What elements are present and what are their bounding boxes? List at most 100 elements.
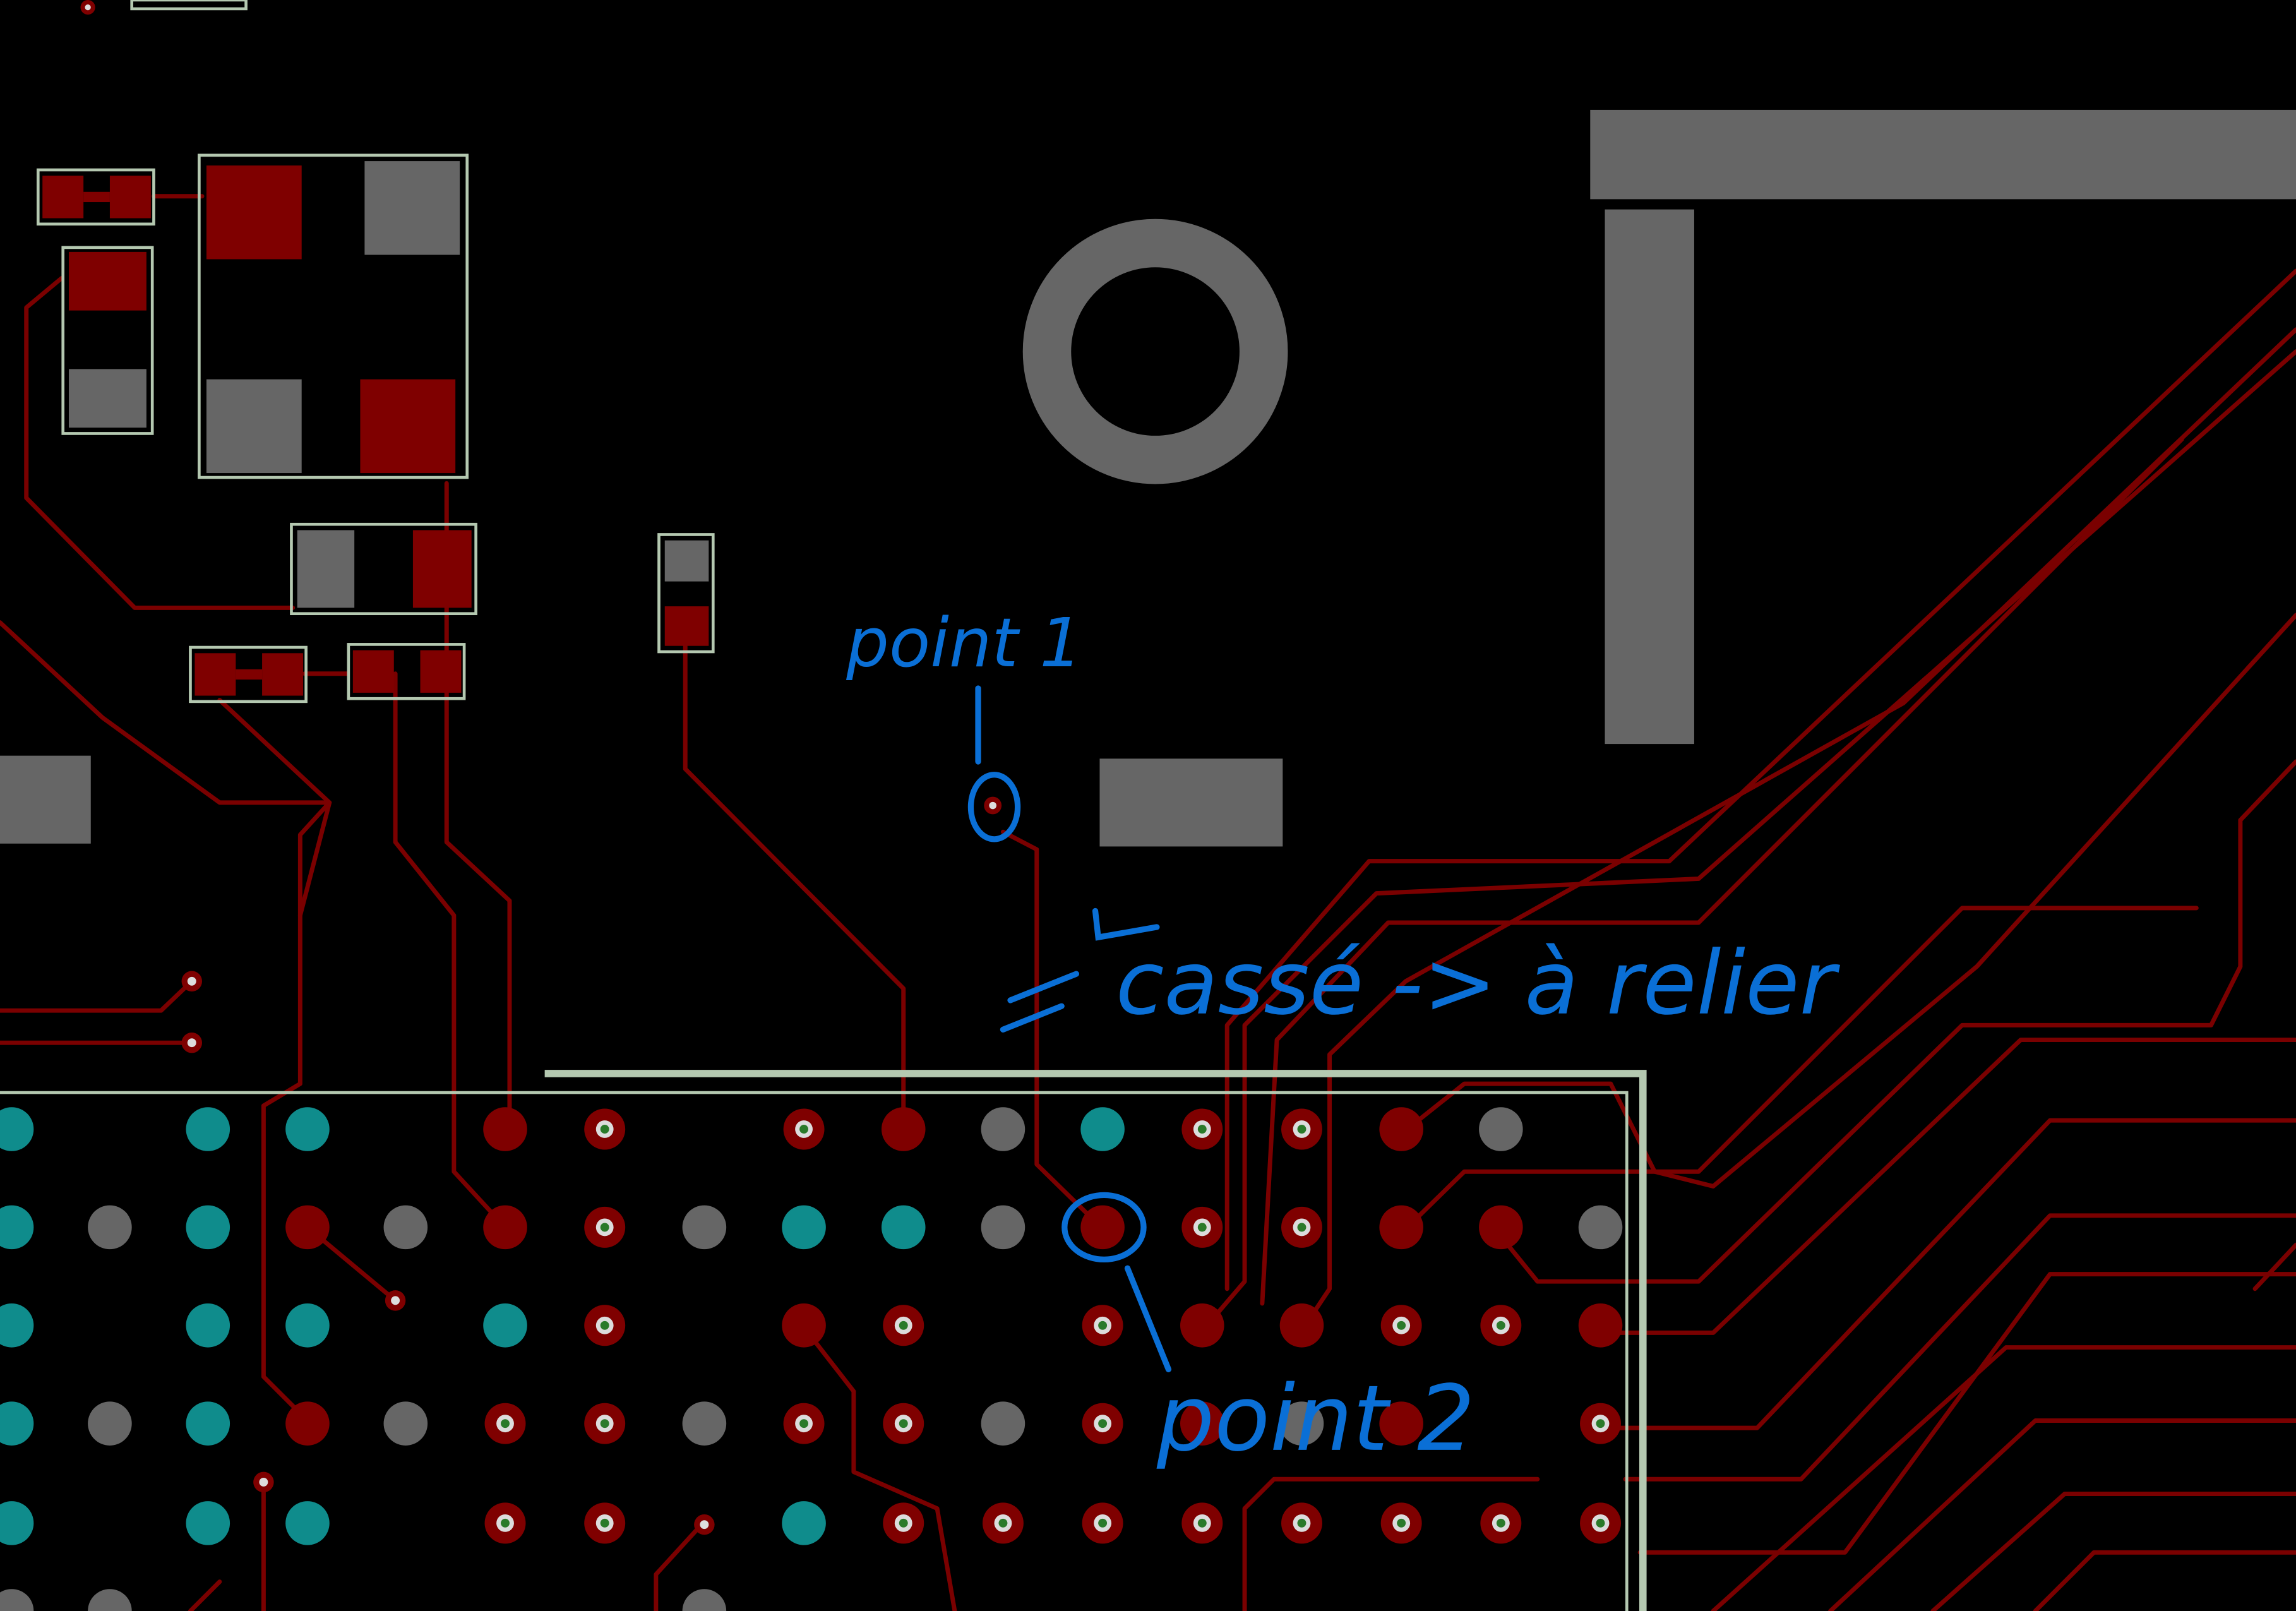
smd-pad: [68, 251, 146, 311]
smd-pad: [412, 530, 472, 608]
smd-pad: [352, 650, 394, 693]
bga-pad-teal: [0, 1303, 34, 1348]
via-drill: [1297, 1518, 1306, 1528]
trace: [1397, 906, 2199, 1237]
trace: [1596, 1118, 2296, 1430]
smd-pad: [68, 369, 146, 428]
trace: [1596, 1038, 2296, 1335]
trace: [1000, 829, 1106, 1233]
smd-pad: [420, 650, 462, 693]
smd-pad: [42, 176, 84, 219]
footprint-outline: [36, 168, 155, 226]
bga-pad-teal: [186, 1501, 230, 1545]
via-drill: [1197, 1125, 1207, 1134]
point1-circle: [967, 772, 1021, 842]
bga-pad-teal: [0, 1107, 34, 1151]
grey-bar-horizontal: [1590, 109, 2296, 200]
trace: [1930, 1491, 2296, 1611]
trace: [654, 1521, 705, 1611]
smd-pad: [360, 379, 456, 474]
ring-hole-icon: [1022, 219, 1288, 484]
trace: [217, 698, 332, 918]
bga-pad-teal: [285, 1501, 330, 1545]
via-drill: [600, 1419, 609, 1428]
footprint-outline: [189, 645, 308, 704]
smd-pad-link: [83, 191, 110, 203]
footprint-outline: [198, 153, 469, 479]
via-drill: [989, 801, 996, 810]
smd-pad: [194, 653, 236, 696]
trace: [0, 979, 194, 1013]
point2-circle: [1061, 1192, 1147, 1263]
bga-pad-teal: [186, 1107, 230, 1151]
footprint-outline: [130, 0, 248, 11]
bga-pad-grey: [383, 1205, 428, 1250]
trace: [1623, 1213, 2296, 1482]
smd-pad: [206, 165, 302, 260]
bga-pad-grey: [1479, 1107, 1523, 1151]
via-drill: [1397, 1321, 1406, 1330]
mechanical-shapes: [1022, 109, 2296, 847]
via-drill: [600, 1125, 609, 1134]
footprints-top-left: [0, 0, 715, 844]
trace: [188, 1579, 222, 1611]
trace: [2033, 1550, 2296, 1611]
bga-outline: [0, 1070, 1647, 1611]
bga-pad-teal: [483, 1303, 527, 1348]
smd-pad: [109, 176, 151, 219]
bga-pad-grey: [0, 1589, 34, 1611]
bga-pad-teal: [186, 1303, 230, 1348]
trace: [1242, 1476, 1540, 1611]
bga-pad-grey: [88, 1401, 132, 1446]
bga-pad-teal: [186, 1401, 230, 1446]
trace: [1298, 327, 2296, 1335]
arrow-tick: [1092, 907, 1160, 941]
bga-pad-red: [1578, 1303, 1623, 1348]
footprint-outline: [347, 643, 466, 700]
bga-pad-teal: [0, 1501, 34, 1545]
bga-pad-grey: [981, 1107, 1025, 1151]
bga-pad-grey: [682, 1589, 727, 1611]
bga-pad-grey: [981, 1205, 1025, 1250]
point2-label: point 2: [1156, 1366, 1475, 1471]
bga-pad-teal: [1080, 1107, 1125, 1151]
via-drill: [998, 1518, 1008, 1528]
trace: [1199, 349, 2296, 1335]
via-drill: [85, 4, 91, 11]
via-drill: [1098, 1419, 1108, 1428]
via-drill: [1297, 1125, 1306, 1134]
bga-pad-red: [782, 1303, 826, 1348]
bga-pad-red: [1279, 1303, 1324, 1348]
trace: [2252, 1242, 2296, 1291]
annotations: [967, 685, 1172, 1372]
smd-pad: [664, 540, 709, 582]
via-drill: [899, 1419, 908, 1428]
point1-label: point 1: [846, 604, 1082, 683]
via-drill: [899, 1321, 908, 1330]
bga-pad-grey: [981, 1401, 1025, 1446]
trace: [1637, 1272, 2296, 1555]
break-note: cassé -> à relier: [1116, 932, 1841, 1034]
bga-pad-grey: [88, 1205, 132, 1250]
trace: [1397, 613, 2296, 1189]
smd-pad: [297, 530, 355, 608]
point2-leader: [1124, 1265, 1172, 1372]
via-drill: [799, 1125, 809, 1134]
bga-pad-grey: [383, 1401, 428, 1446]
bga-pad-teal: [782, 1205, 826, 1250]
via-drill: [1098, 1321, 1108, 1330]
bga-pad-teal: [881, 1205, 926, 1250]
trace: [1711, 1345, 2296, 1611]
via-drill: [600, 1518, 609, 1528]
bga-pad-red: [285, 1205, 330, 1250]
copper-traces: [0, 194, 2296, 1611]
break-mark: [1000, 971, 1080, 1033]
via-drill: [1297, 1223, 1306, 1232]
via-drill: [1596, 1518, 1605, 1528]
via-drill: [600, 1321, 609, 1330]
via-drill: [1496, 1321, 1505, 1330]
bga-pad-teal: [0, 1205, 34, 1250]
footprint-outline: [290, 522, 477, 616]
via-drill: [799, 1419, 809, 1428]
